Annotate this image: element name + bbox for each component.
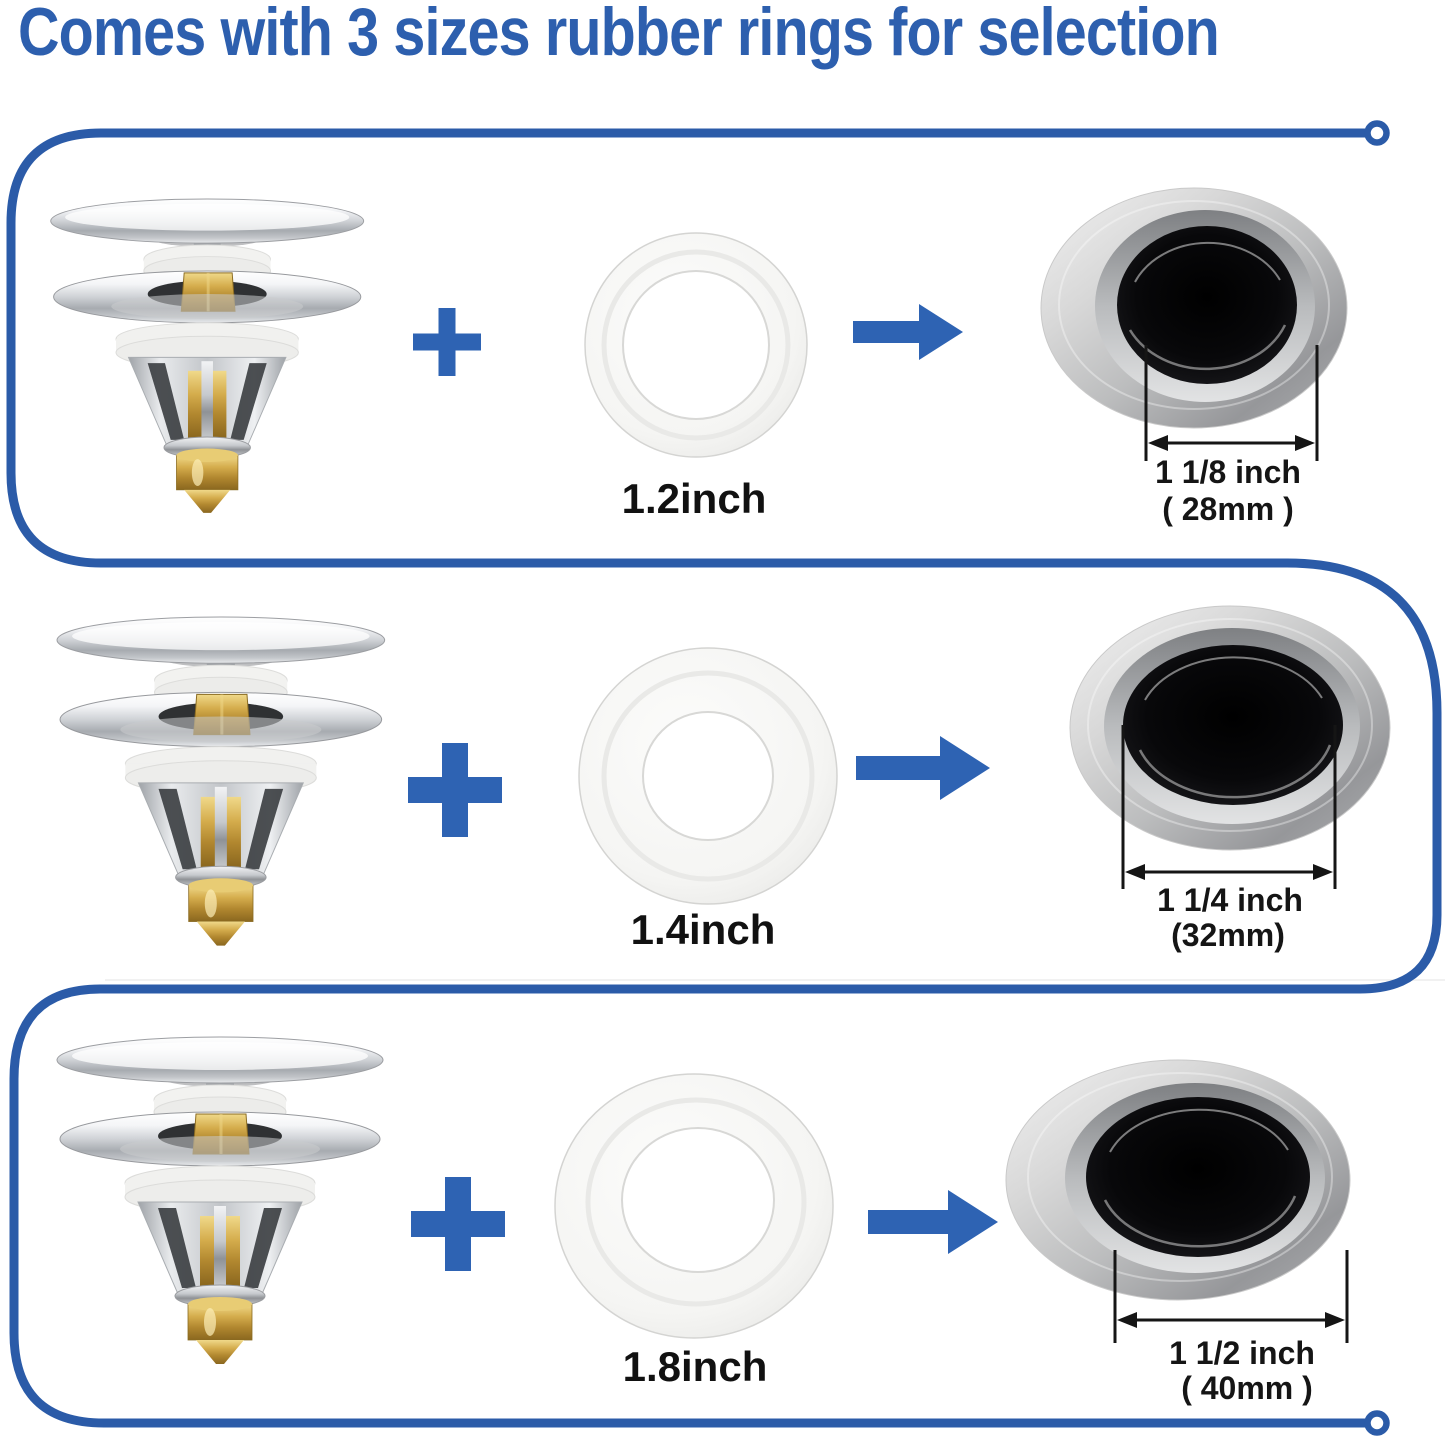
page-title: Comes with 3 sizes rubber rings for sele…	[18, 0, 1220, 70]
serpentine-flow-line	[6, 128, 1442, 1428]
rubber-ring-image	[578, 647, 838, 905]
drain-stopper-image	[55, 615, 387, 948]
measurement-arrowheads	[1125, 864, 1333, 880]
hole-size-mm-label: ( 40mm )	[1181, 1370, 1313, 1406]
plus-icon	[413, 308, 481, 376]
hole-size-inch-label: 1 1/8 inch	[1155, 454, 1301, 490]
arrow-right-icon	[853, 304, 963, 360]
sink-drain-image	[1069, 605, 1391, 851]
hole-size-inch-label: 1 1/4 inch	[1157, 882, 1303, 918]
ring-size-label: 1.4inch	[631, 906, 776, 953]
circle-endpoint-top	[1364, 120, 1390, 146]
plus-icon	[411, 1177, 505, 1271]
measurement-arrow	[1144, 345, 1319, 461]
row-2: 1.4inch 1 1/4 inch (32mm)	[55, 605, 1391, 953]
drain-stopper-image	[55, 1035, 385, 1366]
sink-drain-image	[1040, 187, 1348, 429]
measurement-arrowheads	[1117, 1312, 1345, 1328]
measurement-arrow	[1113, 1250, 1349, 1343]
ring-size-label: 1.2inch	[622, 475, 767, 522]
hole-size-mm-label: ( 28mm )	[1162, 491, 1294, 527]
row-1: 1.2inch 1 1/8 inch ( 28mm )	[49, 187, 1348, 527]
hole-size-mm-label: (32mm)	[1171, 917, 1285, 953]
rubber-ring-image	[554, 1073, 834, 1339]
rubber-ring-image	[584, 232, 808, 458]
measurement-arrow	[1121, 725, 1337, 889]
row-3: 1.8inch 1 1/2 inch ( 40mm )	[55, 1035, 1351, 1406]
sink-drain-image	[1005, 1059, 1351, 1301]
drain-stopper-image	[49, 197, 366, 515]
arrow-right-icon	[856, 736, 990, 800]
measurement-arrowheads	[1148, 435, 1315, 451]
hole-size-inch-label: 1 1/2 inch	[1169, 1335, 1315, 1371]
plus-icon	[408, 743, 502, 837]
circle-endpoint-bottom	[1364, 1410, 1390, 1436]
arrow-right-icon	[868, 1190, 998, 1254]
ring-size-label: 1.8inch	[623, 1343, 768, 1390]
